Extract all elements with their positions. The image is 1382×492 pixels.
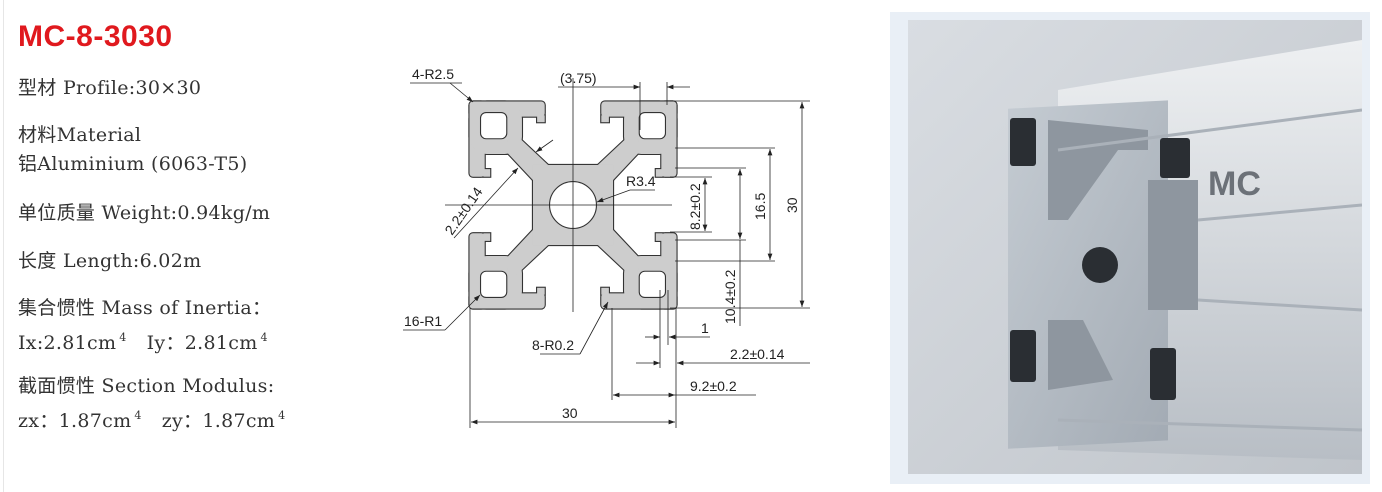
logo-mc: MC (1208, 165, 1261, 203)
exponent: 4 (260, 331, 268, 344)
dim-lip: 1 (701, 320, 709, 336)
exponent: 4 (134, 409, 142, 422)
dim-wall: 2.2±0.14 (730, 346, 785, 362)
exponent: 4 (278, 409, 286, 422)
product-title: MC-8-3030 (18, 20, 173, 53)
dimension-lines (403, 82, 810, 428)
spec-material-value: 铝Aluminium (6063-T5) (18, 153, 248, 175)
dim-small-radius: 8-R0.2 (532, 337, 574, 353)
page-border (3, 0, 4, 492)
spec-inertia-label: 集合惯性 Mass of Inertia： (18, 297, 272, 319)
dim-slot-depth-h: 9.2±0.2 (690, 378, 737, 394)
dim-slot-depth-v: 10.4±0.2 (722, 269, 738, 324)
centerlines (445, 78, 672, 312)
spec-ix: Ix:2.81cm (18, 332, 117, 354)
dim-inner-width: 16.5 (752, 193, 768, 220)
dim-overall-width: 30 (562, 405, 578, 421)
spec-weight: 单位质量 Weight:0.94kg/m (18, 202, 271, 224)
dim-corner-radius: 4-R2.5 (412, 66, 454, 82)
dim-slot-opening: 8.2±0.2 (687, 183, 703, 230)
spec-profile: 型材 Profile:30×30 (18, 77, 202, 99)
product-photo: MC (908, 20, 1362, 474)
spec-length: 长度 Length:6.02m (18, 250, 202, 272)
dim-hole-radius: R3.4 (626, 173, 656, 189)
spec-iy: Iy：2.81cm (146, 332, 258, 354)
spec-zy: zy：1.87cm (161, 410, 276, 432)
spec-material-label: 材料Material (18, 124, 142, 146)
exponent: 4 (119, 331, 127, 344)
technical-drawing: 4-R2.5 (3.75) 30 16.5 10.4±0.2 8.2±0.2 R… (403, 66, 810, 428)
product-photo-frame: MC (890, 12, 1370, 484)
dim-fillet-radius: 16-R1 (404, 313, 442, 329)
spec-modulus-label: 截面惯性 Section Modulus: (18, 375, 275, 397)
dim-overall-height: 30 (784, 197, 800, 213)
dim-offset: (3.75) (560, 70, 597, 86)
spec-zx: zx：1.87cm (18, 410, 132, 432)
